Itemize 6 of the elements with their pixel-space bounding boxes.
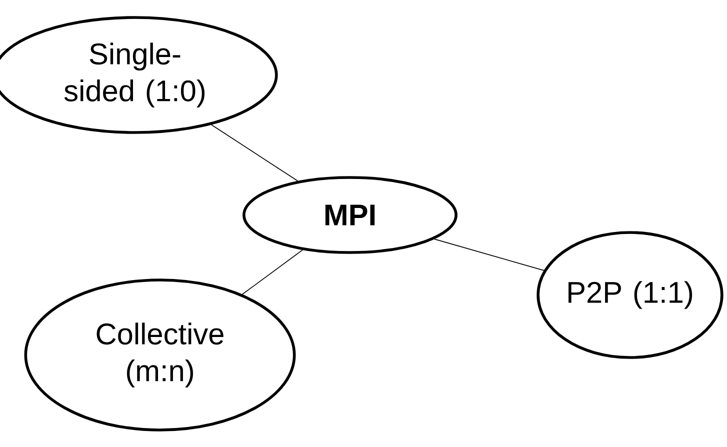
ellipse-node: MPI bbox=[242, 176, 458, 254]
ellipse-node: Collective (m:n) bbox=[24, 278, 296, 432]
connector-line bbox=[242, 249, 304, 295]
connector-line bbox=[210, 124, 298, 182]
ellipse-node: P2P (1:1) bbox=[536, 231, 724, 359]
connector-line bbox=[434, 238, 544, 271]
